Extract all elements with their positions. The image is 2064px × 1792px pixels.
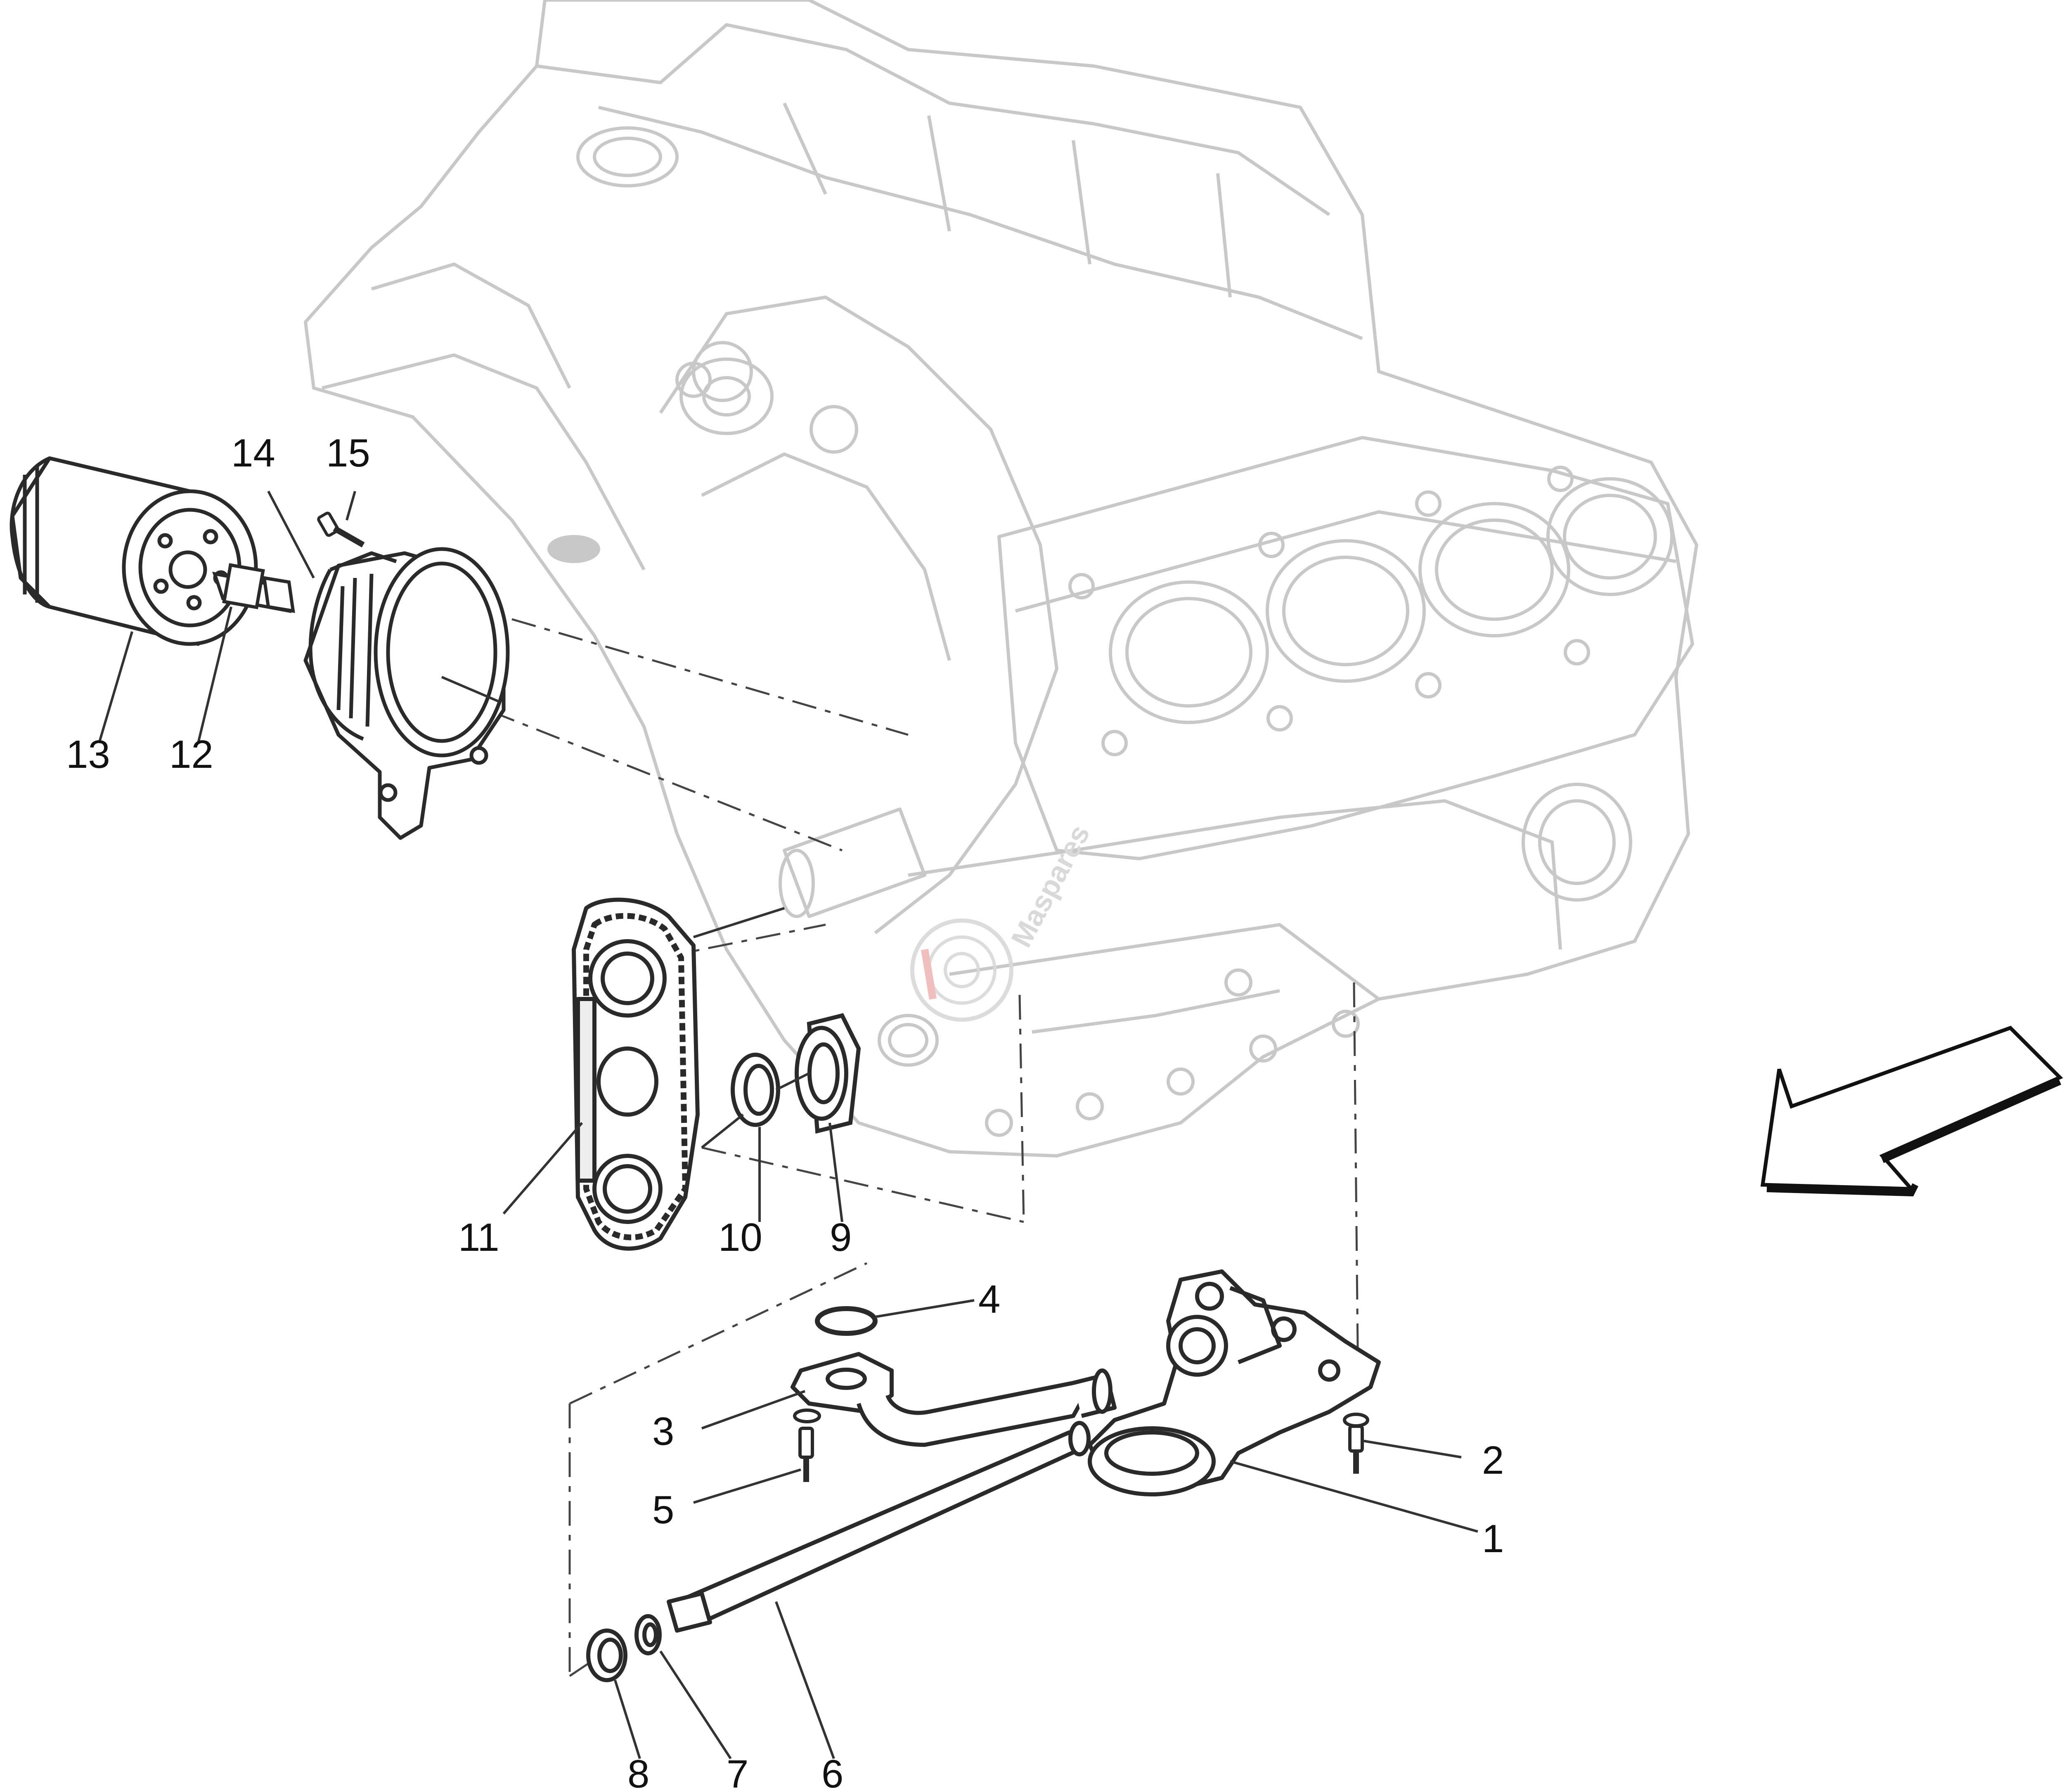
callout-labels: 1 2 3 4 5 6 7 8 9 10 11 12 13 14 15 (66, 431, 1504, 1792)
callout-4: 4 (978, 1277, 1000, 1321)
bushing-9 (795, 1013, 861, 1134)
callout-1: 1 (1482, 1517, 1504, 1561)
callout-14: 14 (231, 431, 275, 475)
callout-5: 5 (652, 1488, 674, 1532)
callout-6: 6 (821, 1752, 843, 1792)
oil-filter (9, 456, 258, 646)
suction-pipe (791, 1352, 1117, 1447)
callout-15: 15 (326, 431, 370, 475)
filter-housing (303, 547, 510, 840)
engine-block (304, 0, 1698, 1158)
front-direction-arrow-icon (1760, 1025, 2063, 1197)
callout-13: 13 (66, 732, 110, 776)
bolt-5 (793, 1409, 821, 1482)
long-pipe (667, 1421, 1092, 1633)
callout-8: 8 (627, 1752, 649, 1792)
callout-3: 3 (652, 1409, 674, 1453)
leader-lines (98, 490, 1478, 1759)
assembly-centerlines (445, 618, 1359, 1677)
callout-10: 10 (718, 1215, 762, 1259)
ring-8 (586, 1629, 627, 1682)
o-ring-4 (815, 1306, 878, 1336)
callout-12: 12 (169, 732, 213, 776)
seal-ring-10 (731, 1053, 780, 1127)
maspares-watermark-logo-icon (910, 918, 1013, 1022)
callout-9: 9 (830, 1215, 852, 1259)
bolt-2 (1343, 1413, 1369, 1474)
seal-7 (634, 1614, 662, 1655)
oil-pump-chain (572, 897, 700, 1251)
bolt-15 (317, 511, 365, 548)
callout-11: 11 (458, 1215, 499, 1259)
callout-2: 2 (1482, 1438, 1504, 1482)
oil-pump (1088, 1269, 1381, 1496)
callout-7: 7 (727, 1752, 748, 1792)
watermark-text: Maspares (1005, 819, 1096, 952)
filter-adapter-nipple (212, 563, 295, 613)
